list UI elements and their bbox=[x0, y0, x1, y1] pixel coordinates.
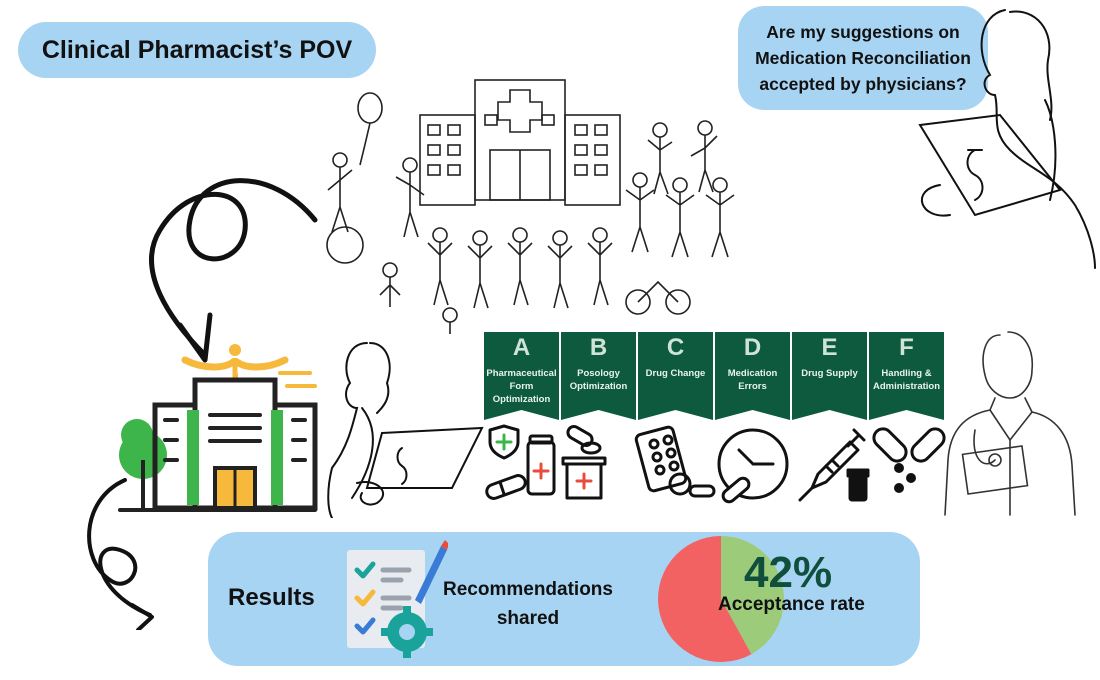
pharmacist-woman-sketch-icon bbox=[918, 9, 1096, 269]
category-label: Drug Change bbox=[645, 368, 706, 379]
blister-pack-icon bbox=[634, 425, 716, 498]
hospital-building-icon bbox=[118, 344, 318, 512]
banner-shape bbox=[561, 332, 636, 420]
category-label: Medication Errors bbox=[727, 368, 778, 392]
recommendations-label: Recommendations shared bbox=[443, 579, 613, 629]
banner-shape bbox=[638, 332, 713, 420]
hospital-crowd-sketch-icon bbox=[326, 79, 735, 334]
pharmacist-tablet-sketch-icon bbox=[327, 342, 484, 518]
banner-shape bbox=[792, 332, 867, 420]
category-d: D Medication Errors bbox=[715, 332, 790, 428]
category-label: Handling & Administration bbox=[872, 368, 941, 392]
pie-slice-not-accepted bbox=[658, 536, 752, 662]
category-f: F Handling & Administration bbox=[869, 332, 944, 428]
doctor-sketch-icon bbox=[944, 331, 1076, 516]
acceptance-percent: 42% bbox=[744, 548, 833, 597]
category-b: B Posology Optimization bbox=[561, 332, 636, 428]
pills-shield-bottle-icon bbox=[485, 424, 556, 500]
acceptance-label: Acceptance rate bbox=[718, 594, 865, 615]
category-letter: E bbox=[821, 334, 838, 361]
capsule-pill-box-icon bbox=[561, 425, 607, 500]
category-label: Posology Optimization bbox=[569, 368, 628, 392]
category-a: A Pharmaceutical Form Optimization bbox=[484, 332, 559, 428]
category-c: C Drug Change bbox=[638, 332, 713, 428]
banner-shape bbox=[484, 332, 559, 420]
category-letter: A bbox=[512, 334, 531, 361]
category-label: Drug Supply bbox=[801, 368, 858, 379]
capsules-icon bbox=[872, 427, 946, 493]
category-letter: F bbox=[899, 334, 914, 361]
category-letter: D bbox=[743, 334, 762, 361]
category-letter: B bbox=[589, 334, 608, 361]
category-band: A Pharmaceutical Form Optimization B Pos… bbox=[484, 332, 946, 428]
page-title: Clinical Pharmacist’s POV bbox=[41, 35, 353, 64]
clock-capsule-icon bbox=[717, 428, 789, 504]
title-pill: Clinical Pharmacist’s POV bbox=[18, 22, 376, 78]
results-label: Results bbox=[228, 584, 315, 611]
banner-shape bbox=[869, 332, 944, 420]
curly-arrow-icon bbox=[87, 178, 318, 630]
banner-shape bbox=[715, 332, 790, 420]
question-bubble: Are my suggestions on Medication Reconci… bbox=[738, 6, 988, 110]
category-label: Pharmaceutical Form Optimization bbox=[486, 368, 557, 405]
category-letter: C bbox=[666, 334, 685, 361]
acceptance-pie-chart bbox=[658, 536, 784, 662]
results-panel: Results Recommendations shared 42% Accep… bbox=[208, 532, 920, 666]
category-icons-row bbox=[485, 424, 946, 504]
question-text: Are my suggestions on Medication Reconci… bbox=[755, 21, 971, 95]
syringe-vial-icon bbox=[798, 428, 870, 502]
pie-slice-accepted bbox=[721, 536, 784, 655]
checklist-gear-icon bbox=[347, 540, 448, 658]
category-e: E Drug Supply bbox=[792, 332, 867, 428]
